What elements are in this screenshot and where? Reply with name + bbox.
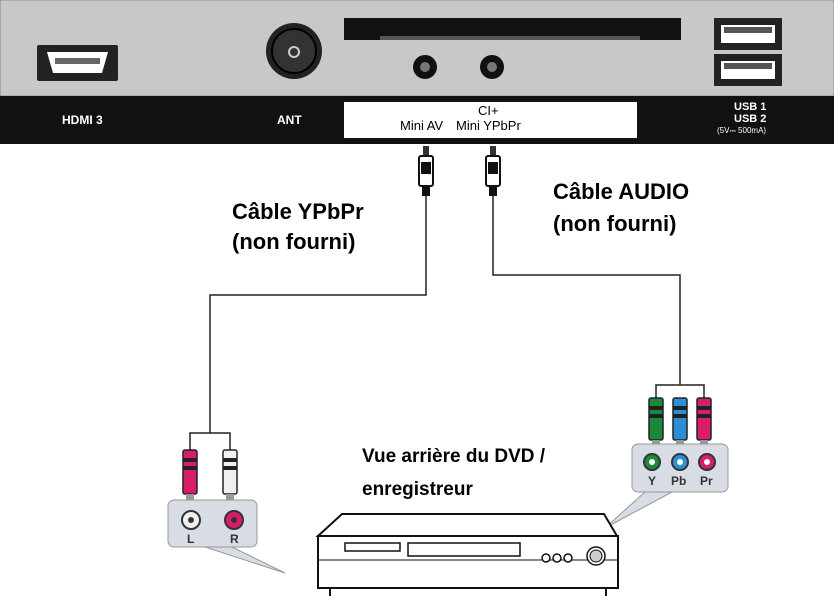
blue-rca-plug [672,397,688,450]
magenta-rca-plug [696,397,712,450]
hdmi-port-icon [37,45,118,81]
pb-letter: Pb [671,474,687,488]
ypbpr-cable-caption-1: Câble YPbPr [232,199,364,224]
mini-ypbpr-jack-icon [480,55,504,79]
video-jack-panel [604,443,729,529]
ypbpr-cable [189,146,434,450]
usb2-label: USB 2 [734,113,767,125]
ci-label-box [344,102,637,138]
green-rca-plug [648,397,664,450]
usb-rating-label: (5V⎓ 500mA) [717,126,767,135]
usb1-label: USB 1 [734,101,767,113]
mini-ypbpr-label: Mini YPbPr [456,118,521,133]
ypbpr-cable-caption-2: (non fourni) [232,229,356,254]
ant-label: ANT [277,113,302,127]
dvd-recorder-icon [315,513,619,596]
ci-label: CI+ [478,103,499,118]
white-rca-plug [222,449,238,506]
dvd-caption-1: Vue arrière du DVD / [362,446,546,467]
dvd-caption-2: enregistreur [362,479,473,500]
usb-ports-icon [714,18,782,86]
audio-cable-caption-1: Câble AUDIO [553,179,690,204]
pr-letter: Pr [700,474,713,488]
audio-jack-panel [167,499,286,574]
red-rca-plug [182,449,198,506]
right-audio-letter: R [230,532,239,546]
antenna-port-icon [266,23,322,79]
ci-slot-icon [344,18,681,40]
mini-av-label: Mini AV [400,118,444,133]
audio-cable [485,146,705,398]
mini-av-jack-icon [413,55,437,79]
tv-rear-panel [0,0,834,97]
y-letter: Y [648,474,657,488]
audio-cable-caption-2: (non fourni) [553,211,677,236]
hdmi-label: HDMI 3 [62,113,103,127]
left-audio-letter: L [187,532,195,546]
